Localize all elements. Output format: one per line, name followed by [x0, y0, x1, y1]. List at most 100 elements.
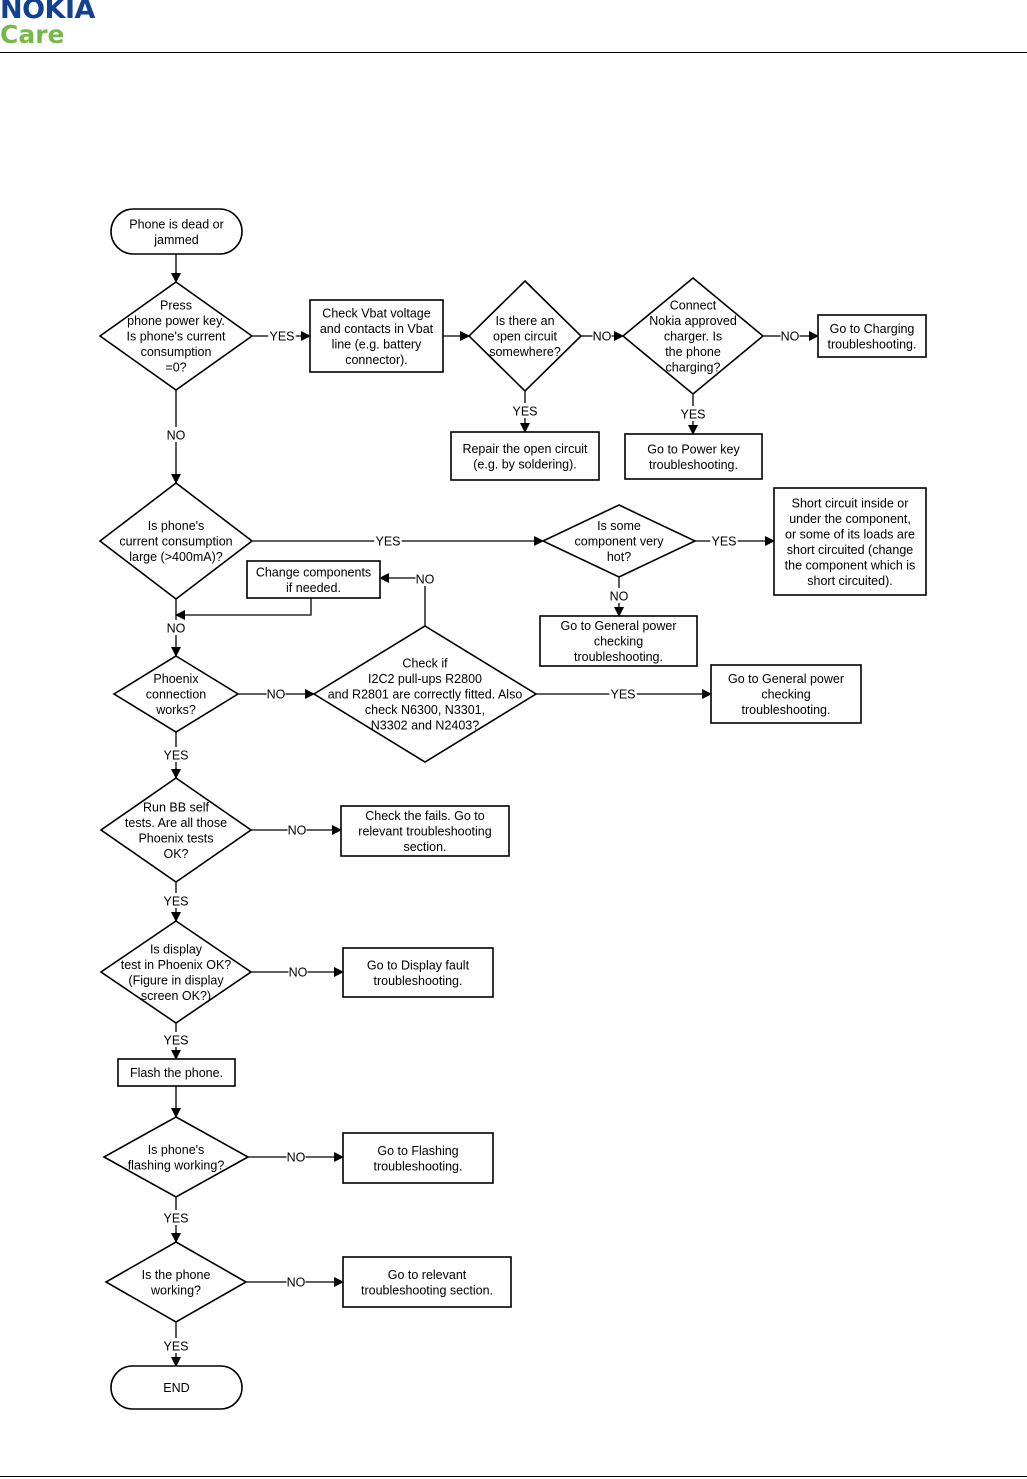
- process-box: [309, 299, 444, 373]
- edge-label-bg: [374, 533, 402, 548]
- edge-label-bg: [609, 588, 629, 603]
- process-box: [773, 487, 927, 596]
- node-text-line: the phone: [665, 345, 721, 359]
- decision-diamond: [621, 276, 765, 396]
- node-text-line: current consumption: [119, 535, 232, 549]
- node-text-line: large (>400mA)?: [129, 550, 222, 564]
- node-text-line: charger. Is: [664, 330, 722, 344]
- node-text-line: troubleshooting.: [649, 458, 738, 472]
- edge-label-bg: [286, 1149, 306, 1164]
- node-text-line: and R2801 are correctly fitted. Also: [328, 688, 523, 702]
- node-text-line: hot?: [607, 550, 631, 564]
- node-text-line: tests. Are all those: [125, 816, 227, 830]
- edge-label-yes-i2c: YES: [610, 688, 635, 702]
- node-text-line: checking: [761, 688, 810, 702]
- node-text-line: Is phone's: [148, 1143, 205, 1157]
- node-goto-power-key: Go to Power key troubleshooting.: [624, 433, 763, 480]
- node-text-line: Short circuit inside or: [792, 496, 909, 510]
- edge-label-no-open: NO: [593, 330, 612, 344]
- decision-diamond: [98, 481, 254, 601]
- node-text-line: works?: [155, 703, 196, 717]
- node-text-line: OK?: [163, 847, 188, 861]
- node-text-line: somewhere?: [489, 345, 561, 359]
- node-text-line: Is some: [597, 519, 641, 533]
- node-text-line: troubleshooting.: [574, 650, 663, 664]
- node-text-line: troubleshooting.: [828, 337, 917, 351]
- edge-label-yes-display: YES: [163, 1034, 188, 1048]
- node-text-line: Go to General power: [560, 619, 676, 633]
- node-text-line: Go to Charging: [830, 322, 915, 336]
- edge-label-bg: [166, 427, 186, 442]
- decision-diamond: [99, 920, 253, 1024]
- node-flash-phone: Flash the phone.: [117, 1058, 236, 1087]
- edge-label-no-flashing: NO: [287, 1151, 306, 1165]
- node-goto-general-power-1: Go to General power checkingtroubleshooti…: [539, 615, 698, 667]
- node-text-line: END: [163, 1381, 189, 1395]
- logo-nokia-text: NOKIA: [0, 0, 95, 25]
- node-text-line: Phoenix tests: [138, 831, 213, 845]
- process-box: [117, 1058, 236, 1087]
- node-text-line: Go to Power key: [647, 442, 740, 456]
- edge-label-bg: [710, 533, 738, 548]
- edge-label-yes-flashing: YES: [163, 1212, 188, 1226]
- node-goto-general-power-2: Go to General powercheckingtroubleshooti…: [710, 664, 862, 724]
- node-text-line: test in Phoenix OK?: [121, 958, 232, 972]
- process-box: [342, 947, 494, 998]
- node-text-line: line (e.g. battery: [332, 337, 422, 351]
- edge-label-bg: [780, 328, 800, 343]
- edge-label-no-hot: NO: [610, 590, 629, 604]
- node-text-line: checking: [594, 635, 643, 649]
- node-text-line: Phoenix: [153, 672, 199, 686]
- node-text-line: Is display: [150, 942, 203, 956]
- edge-label-yes-charger: YES: [680, 408, 705, 422]
- process-box: [539, 615, 698, 667]
- footer-rule: [0, 1476, 1027, 1477]
- node-text-line: Is the phone: [142, 1268, 211, 1282]
- edge-label-yes-bb: YES: [163, 895, 188, 909]
- edge-label-no-display: NO: [289, 966, 308, 980]
- node-text-line: Press: [160, 299, 192, 313]
- edge-label-bg: [166, 620, 186, 635]
- node-text-line: Check the fails. Go to: [365, 809, 485, 823]
- logo-care-text: Care: [0, 20, 65, 49]
- edge-label-yes-working: YES: [163, 1340, 188, 1354]
- edge-label-bg: [511, 403, 539, 418]
- node-text-line: Connect: [670, 299, 717, 313]
- node-text-line: open circuit: [493, 330, 557, 344]
- edge-label-no-phoenix: NO: [267, 688, 286, 702]
- edge-label-no-working: NO: [287, 1276, 306, 1290]
- node-text-line: Flash the phone.: [130, 1066, 223, 1080]
- edge-label-yes-large: YES: [375, 535, 400, 549]
- node-text-line: (e.g. by soldering).: [473, 457, 577, 471]
- node-text-line: under the component,: [789, 512, 911, 526]
- node-text-line: Is phone's current: [127, 330, 226, 344]
- node-text-line: connection: [146, 688, 207, 702]
- edge-label-yes-hot: YES: [711, 535, 736, 549]
- decision-diamond: [541, 504, 697, 578]
- node-text-line: Run BB self: [143, 800, 210, 814]
- process-box: [710, 664, 862, 724]
- node-repair-open: Repair the open circuit(e.g. by solderin…: [450, 431, 600, 481]
- process-box: [450, 431, 600, 481]
- node-text-line: section.: [403, 840, 446, 854]
- decision-diamond: [98, 281, 254, 391]
- node-text-line: Change components: [256, 565, 371, 579]
- edge-label-no-large: NO: [167, 622, 186, 636]
- decision-diamond: [312, 625, 538, 763]
- edge-label-bg: [162, 1032, 190, 1047]
- node-text-line: or some of its loads are: [785, 527, 915, 541]
- node-text-line: Is phone's: [148, 519, 205, 533]
- node-text-line: N3302 and N2403?: [371, 719, 479, 733]
- edge-label-bg: [609, 686, 637, 701]
